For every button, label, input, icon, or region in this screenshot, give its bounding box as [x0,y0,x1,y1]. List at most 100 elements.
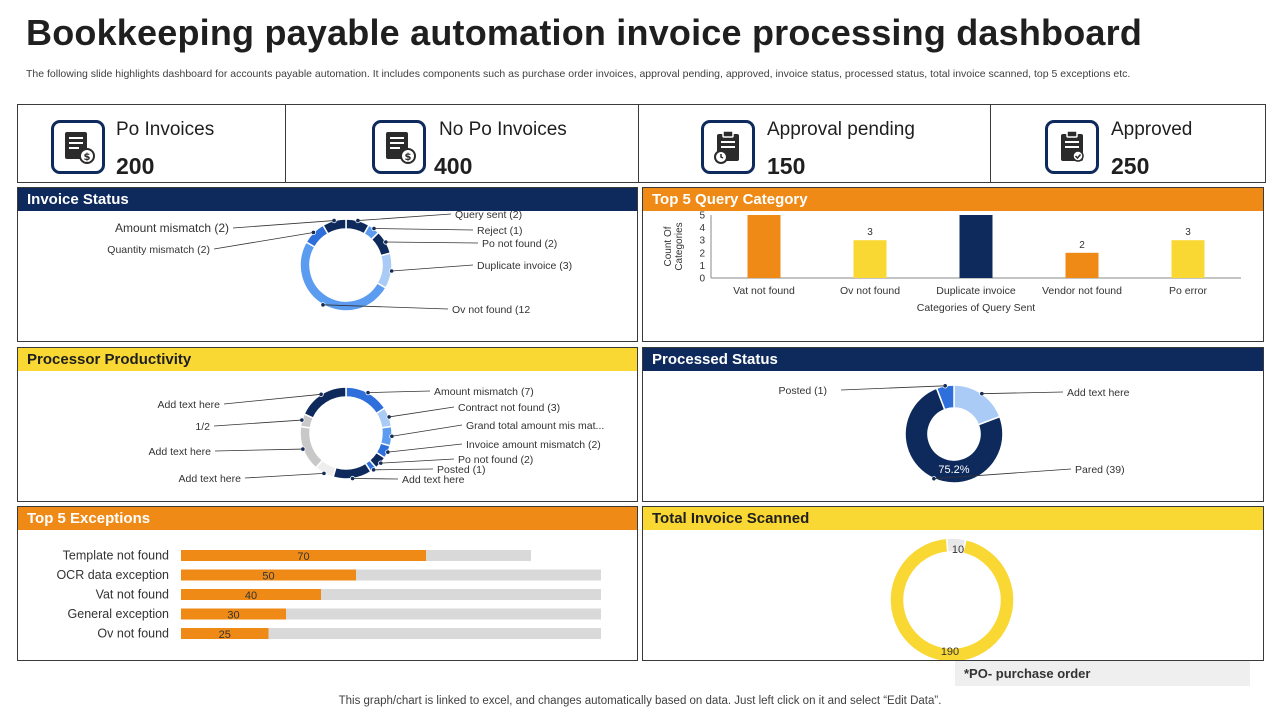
bar [181,608,286,620]
svg-text:$: $ [84,152,91,163]
donut-slice [889,537,1015,660]
callout-label: Grand total amount mis mat... [466,420,604,432]
kpi-card-no-po-invoices: $ No Po Invoices 400 [286,105,639,182]
callout-label: Add text here [158,399,221,411]
callout-line [373,228,474,231]
data-label: 3 [1185,227,1191,238]
callout-label: Contract not found (3) [458,402,560,414]
kpi-value: 250 [1111,153,1150,179]
x-tick-label: Duplicate invoice [936,285,1016,297]
callout-line [368,390,431,394]
panel-title: Processed Status [643,348,1263,371]
callout-label: Invoice amount mismatch (2) [466,439,601,451]
kpi-label: Po Invoices [116,119,215,140]
bar [959,215,993,278]
bar [1171,240,1205,278]
kpi-value: 400 [434,153,473,179]
donut-slice [299,240,387,312]
callout-line [244,472,324,479]
data-label: 50 [262,571,274,583]
callout-line [213,419,302,427]
x-tick-label: Ov not found [840,285,900,297]
callout-line [223,393,322,405]
svg-text:$: $ [405,152,412,163]
donut-slice [935,384,955,411]
callout-line [213,232,314,250]
bar [853,240,887,278]
callout-label: Ov not found (12 [452,304,530,316]
data-label: 70 [297,551,309,563]
x-axis-label: Categories of Query Sent [917,302,1036,314]
callout-line [389,406,455,418]
kpi-value: 150 [767,153,806,179]
center-label: 75.2% [938,464,969,476]
category-label: Ov not found [97,627,169,641]
callout-label: Posted (1) [779,385,827,397]
kpi-label: Approval pending [767,119,915,140]
panel-title: Total Invoice Scanned [643,507,1263,530]
kpi-label: No Po Invoices [439,119,567,140]
callout-line [840,385,946,391]
callout-label: Po not found (2) [482,238,557,250]
data-label: 25 [219,629,231,641]
callout-line [391,264,474,272]
callout-label: Amount mismatch (2) [115,221,229,235]
invoice-status-panel: Invoice Status Query sent (2)Reject (1)P… [17,187,638,342]
kpi-label: Approved [1111,119,1193,140]
y-tick-label: 5 [699,211,705,222]
page-title: Bookkeeping payable automation invoice p… [26,12,1143,53]
bar [1065,252,1099,278]
donut-slice [370,231,392,257]
bar-track [181,569,601,581]
panel-title: Processor Productivity [18,348,637,371]
bar [181,628,269,639]
clipboard-clock-icon [701,120,755,174]
clipboard-check-icon [1045,120,1099,174]
callout-line [385,241,479,244]
x-tick-label: Vendor not found [1042,285,1122,297]
data-label: 5 [761,211,767,213]
data-label: 40 [245,590,257,602]
kpi-value: 200 [116,153,155,179]
data-label: 190 [941,646,959,658]
callout-line [391,424,463,437]
callout-label: Amount mismatch (7) [434,386,534,398]
category-label: General exception [68,607,170,621]
query-category-panel: Top 5 Query Category 0123455Vat not foun… [642,187,1264,342]
y-tick-label: 2 [699,248,705,259]
kpi-card-approved: Approved 250 [991,105,1265,182]
kpi-card-approval-pending: Approval pending 150 [639,105,991,182]
donut-slice [345,386,386,415]
data-label: 2 [1079,240,1085,251]
y-tick-label: 0 [699,274,705,285]
invoice-status-chart: Query sent (2)Reject (1)Po not found (2)… [107,211,572,316]
processor-productivity-chart: Amount mismatch (7) Contract not found (3… [149,386,605,486]
callout-line [981,391,1064,395]
bar-track [181,589,601,600]
callout-label: 1/2 [195,421,210,433]
category-label: Template not found [63,549,169,563]
panel-title: Top 5 Exceptions [18,507,637,530]
callout-line [322,304,449,310]
callout-label: Pared (39) [1075,464,1125,476]
donut-slice [904,387,1004,484]
callout-label: Add text here [402,474,465,486]
bar [181,569,356,581]
callout-label: Posted (1) [437,464,485,476]
callout-line [357,213,452,221]
invoice-dollar-icon: $ [51,120,105,174]
kpi-card-po-invoices: $ Po Invoices 200 [18,105,286,182]
data-label: 3 [867,227,873,238]
data-label: 5 [973,211,979,213]
kpi-row: $ Po Invoices 200 $ No Po Invoices 400 [17,104,1266,183]
callout-label: Query sent (2) [455,211,522,221]
processor-productivity-panel: Processor Productivity Amount mismatch (… [17,347,638,502]
callout-line [387,443,463,453]
category-label: OCR data exception [56,568,169,582]
